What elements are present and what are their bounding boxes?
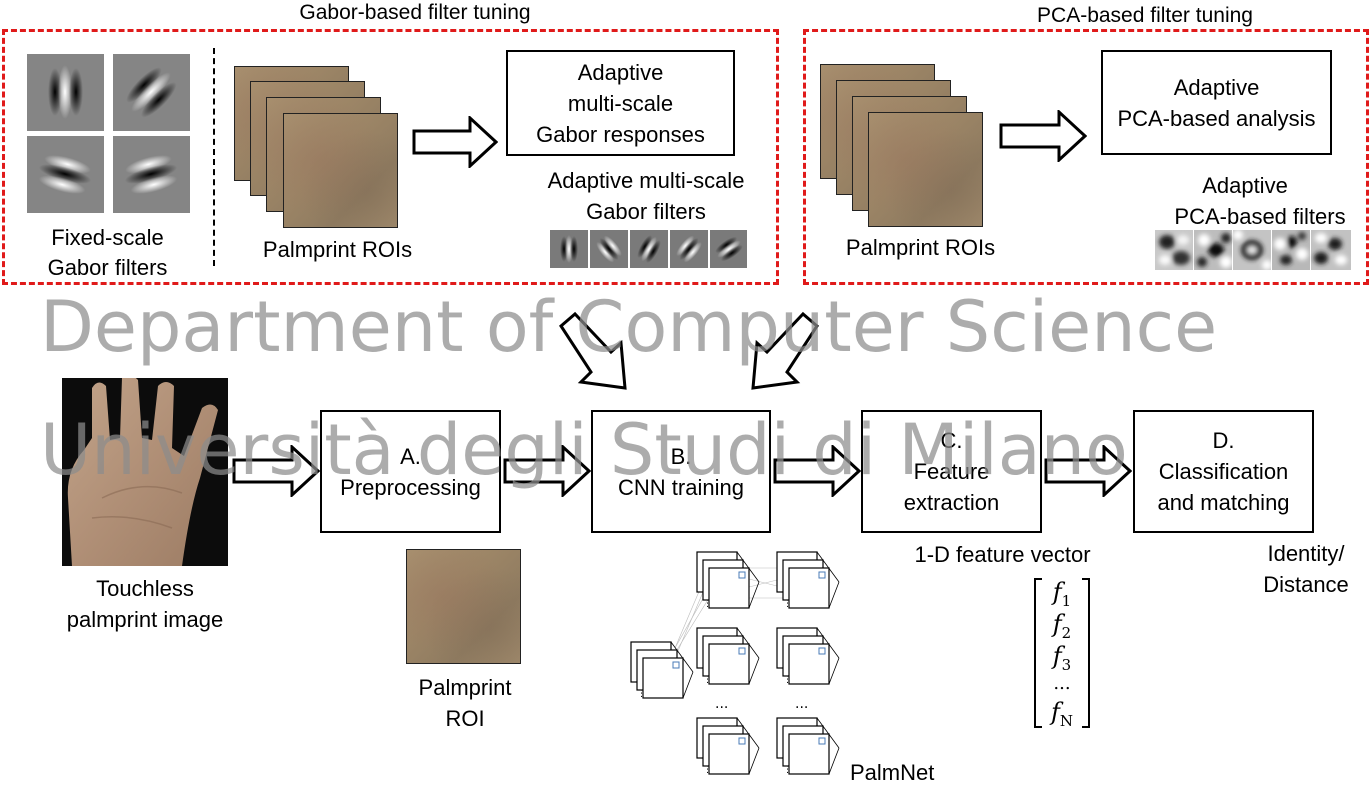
- vector-bracket-left: [1034, 578, 1042, 728]
- pca-roi-label: Palmprint ROIs: [845, 235, 996, 260]
- right-arrow-icon: [999, 110, 1087, 162]
- vector-entry-ellipsis: ...: [1053, 673, 1071, 694]
- pca-tuning-panel: [803, 29, 1369, 285]
- vector-bracket-right: [1082, 578, 1090, 728]
- stage-d-classification: D. Classification and matching: [1133, 410, 1314, 533]
- fixed-gabor-label-1: Fixed-scale: [51, 225, 164, 250]
- right-arrow-icon: [1044, 445, 1132, 497]
- touchless-palmprint-image: [62, 378, 228, 566]
- network-input-stack: [630, 641, 694, 700]
- gabor-filters-label-1: Adaptive multi-scale: [547, 168, 745, 193]
- palmnet-network-diagram: ⋮ ... ...: [630, 551, 840, 776]
- gabor-filter-diagonal-105: [27, 136, 104, 213]
- input-label-2: palmprint image: [66, 607, 224, 632]
- input-label-1: Touchless: [96, 576, 194, 601]
- gabor-filters-label-2: Gabor filters: [586, 199, 706, 224]
- roi-label-1: Palmprint: [418, 675, 512, 700]
- stage-c-name-1: Feature: [913, 459, 990, 484]
- network-layer2-stack: [776, 717, 840, 776]
- fixed-gabor-label-2: Gabor filters: [47, 255, 168, 280]
- stage-c-feature-extraction: C. Feature extraction: [861, 410, 1042, 533]
- adaptive-gabor-filter-strip: [549, 229, 748, 269]
- output-label-1: Identity/: [1267, 541, 1345, 566]
- stage-d-name-1: Classification: [1158, 459, 1289, 484]
- palmprint-roi-image: [406, 549, 521, 664]
- roi-image: [868, 112, 983, 227]
- gabor-responses-box: Adaptive multi-scale Gabor responses: [506, 50, 735, 156]
- stage-c-letter: C.: [940, 428, 963, 453]
- gabor-filter-diagonal-45: [113, 54, 190, 131]
- network-layer1-stack: [696, 627, 760, 686]
- gabor-box-line-2: multi-scale: [567, 90, 674, 116]
- watermark-line-1: Department of Computer Science: [40, 286, 1218, 368]
- gabor-roi-label: Palmprint ROIs: [262, 237, 413, 262]
- stage-a-preprocessing: A. Preprocessing: [320, 410, 501, 533]
- pca-filter-strip: [1155, 230, 1351, 270]
- network-ellipsis: ...: [715, 696, 728, 712]
- vector-entry-3: f3: [1052, 642, 1072, 674]
- right-arrow-icon: [412, 116, 498, 168]
- right-arrow-icon: [503, 445, 591, 497]
- feature-vector-label: 1-D feature vector: [914, 542, 1091, 567]
- stage-b-name: CNN training: [618, 474, 744, 500]
- vector-entry-1: f1: [1052, 578, 1072, 610]
- roi-label-2: ROI: [445, 706, 485, 731]
- network-layer1-stack: [696, 717, 760, 776]
- vector-entry-n: fN: [1050, 698, 1073, 730]
- gabor-filter-vertical: [27, 54, 104, 131]
- pca-filters-label-2: PCA-based filters: [1174, 204, 1346, 229]
- gabor-tuning-panel: [2, 29, 779, 285]
- right-arrow-icon: [232, 445, 320, 497]
- down-right-arrow-icon: [559, 311, 627, 390]
- pca-box-line-1: Adaptive: [1173, 74, 1260, 100]
- network-ellipsis: ...: [795, 696, 808, 712]
- down-left-arrow-icon: [751, 311, 819, 390]
- stage-d-letter: D.: [1212, 428, 1235, 453]
- roi-image: [283, 113, 398, 228]
- network-layer2-stack: [776, 551, 840, 610]
- stage-b-cnn-training: B. CNN training: [591, 410, 771, 533]
- right-arrow-icon: [773, 445, 861, 497]
- vector-entry-2: f2: [1052, 610, 1072, 642]
- panel-separator: [213, 48, 215, 266]
- pca-panel-title: PCA-based filter tuning: [1037, 4, 1253, 27]
- stage-b-letter: B.: [670, 443, 692, 469]
- network-layer2-stack: [776, 627, 840, 686]
- stage-c-name-2: extraction: [903, 490, 1000, 515]
- feature-vector: f1 f2 f3 ... fN: [1034, 578, 1090, 730]
- gabor-box-line-1: Adaptive: [577, 59, 664, 85]
- pca-analysis-box: Adaptive PCA-based analysis: [1101, 50, 1332, 155]
- stage-d-name-2: and matching: [1157, 490, 1290, 515]
- palmnet-label: PalmNet: [850, 760, 935, 785]
- network-layer1-stack: [696, 551, 760, 610]
- pca-filters-label-1: Adaptive: [1202, 173, 1288, 198]
- stage-a-letter: A.: [400, 443, 421, 469]
- output-label-2: Distance: [1263, 572, 1349, 597]
- gabor-box-line-3: Gabor responses: [536, 121, 705, 147]
- gabor-panel-title: Gabor-based filter tuning: [299, 1, 531, 24]
- pca-box-line-2: PCA-based analysis: [1117, 105, 1316, 131]
- stage-a-name: Preprocessing: [340, 474, 481, 500]
- gabor-filter-diagonal-75: [113, 136, 190, 213]
